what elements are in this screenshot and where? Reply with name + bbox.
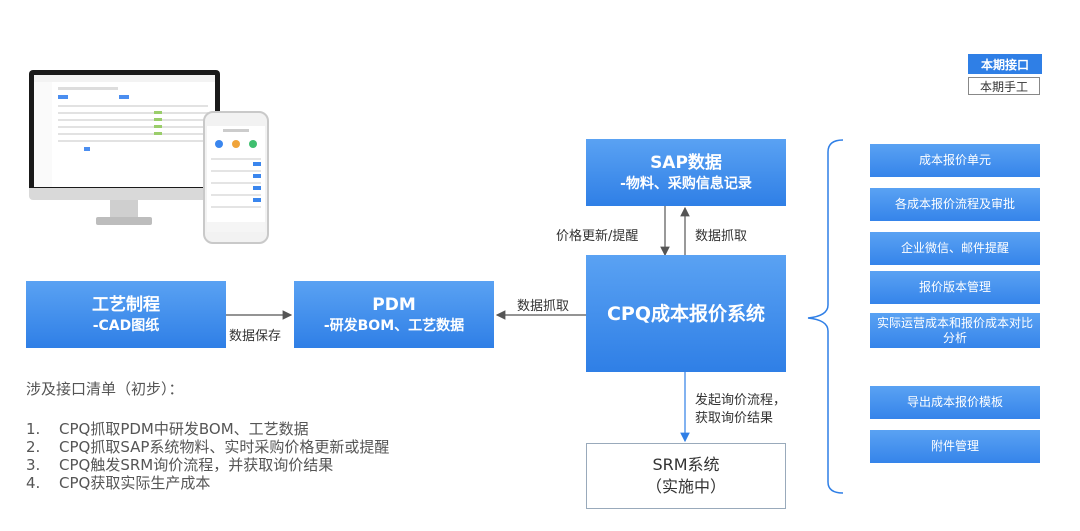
monitor-stand [110, 200, 138, 218]
feature-item: 实际运营成本和报价成本对比分析 [870, 313, 1040, 348]
pdm-subtitle: -研发BOM、工艺数据 [323, 317, 465, 334]
feature-item: 导出成本报价模板 [870, 386, 1040, 419]
sap-title: SAP数据 [650, 152, 722, 173]
sap-box: SAP数据 -物料、采购信息记录 [586, 139, 786, 206]
label-grab-sap: 数据抓取 [695, 229, 748, 244]
pdm-title: PDM [372, 294, 416, 315]
feature-brace [807, 139, 844, 494]
label-price-update: 价格更新/提醒 [556, 229, 639, 244]
srm-title: SRM系统 [652, 455, 720, 474]
app-screenshot-icon [34, 75, 215, 187]
feature-item: 企业微信、邮件提醒 [870, 232, 1040, 265]
list-item: 3. CPQ触发SRM询价流程，并获取询价结果 [26, 456, 334, 474]
list-item: 2. CPQ抓取SAP系统物料、实时采购价格更新或提醒 [26, 438, 390, 456]
cpq-box: CPQ成本报价系统 [586, 255, 786, 372]
interface-list: 1. CPQ抓取PDM中研发BOM、工艺数据 2. CPQ抓取SAP系统物料、实… [26, 420, 389, 492]
process-box: 工艺制程 -CAD图纸 [26, 281, 226, 348]
list-item: 1. CPQ抓取PDM中研发BOM、工艺数据 [26, 420, 309, 438]
process-subtitle: -CAD图纸 [92, 317, 160, 334]
phone-screen [207, 126, 265, 232]
cpq-title: CPQ成本报价系统 [606, 302, 766, 325]
legend-interface: 本期接口 [968, 54, 1042, 74]
monitor-screen [34, 75, 215, 187]
legend-manual: 本期手工 [968, 77, 1040, 95]
label-inquiry-2: 获取询价结果 [695, 411, 774, 426]
srm-box: SRM系统 （实施中） [586, 443, 786, 509]
feature-item: 报价版本管理 [870, 271, 1040, 304]
pdm-box: PDM -研发BOM、工艺数据 [294, 281, 494, 348]
feature-item: 成本报价单元 [870, 144, 1040, 177]
monitor-chin [29, 188, 220, 200]
srm-subtitle: （实施中） [645, 477, 726, 496]
mobile-app-icon [207, 129, 265, 232]
feature-item: 附件管理 [870, 430, 1040, 463]
label-inquiry-1: 发起询价流程， [695, 393, 787, 408]
label-grab-pdm: 数据抓取 [517, 299, 570, 314]
process-title: 工艺制程 [92, 294, 160, 315]
interface-list-title: 涉及接口清单（初步）： [26, 380, 184, 398]
monitor-base [96, 217, 152, 225]
feature-item: 各成本报价流程及审批 [870, 188, 1040, 221]
list-item: 4. CPQ获取实际生产成本 [26, 474, 211, 492]
sap-subtitle: -物料、采购信息记录 [620, 175, 752, 192]
label-save: 数据保存 [229, 329, 282, 344]
